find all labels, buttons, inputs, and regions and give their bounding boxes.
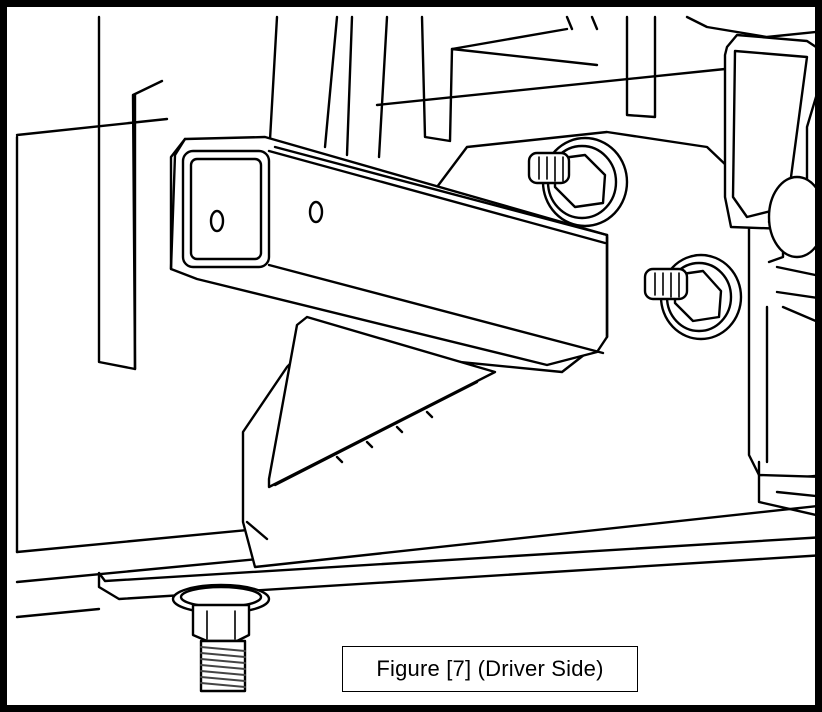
hex-flange-bolt-upper [527,136,629,228]
receiver-tube-icon [169,135,609,367]
hitch-installation-drawing [15,15,815,693]
frame-rails [97,15,815,371]
hex-flange-bolt-lower [643,253,743,341]
carriage-bolt-bottom [171,583,271,693]
lower-flange [97,536,815,601]
side-hanger-bracket [723,33,815,516]
figure-caption: Figure [7] (Driver Side) [342,646,638,692]
gusset-bracket [241,130,815,569]
